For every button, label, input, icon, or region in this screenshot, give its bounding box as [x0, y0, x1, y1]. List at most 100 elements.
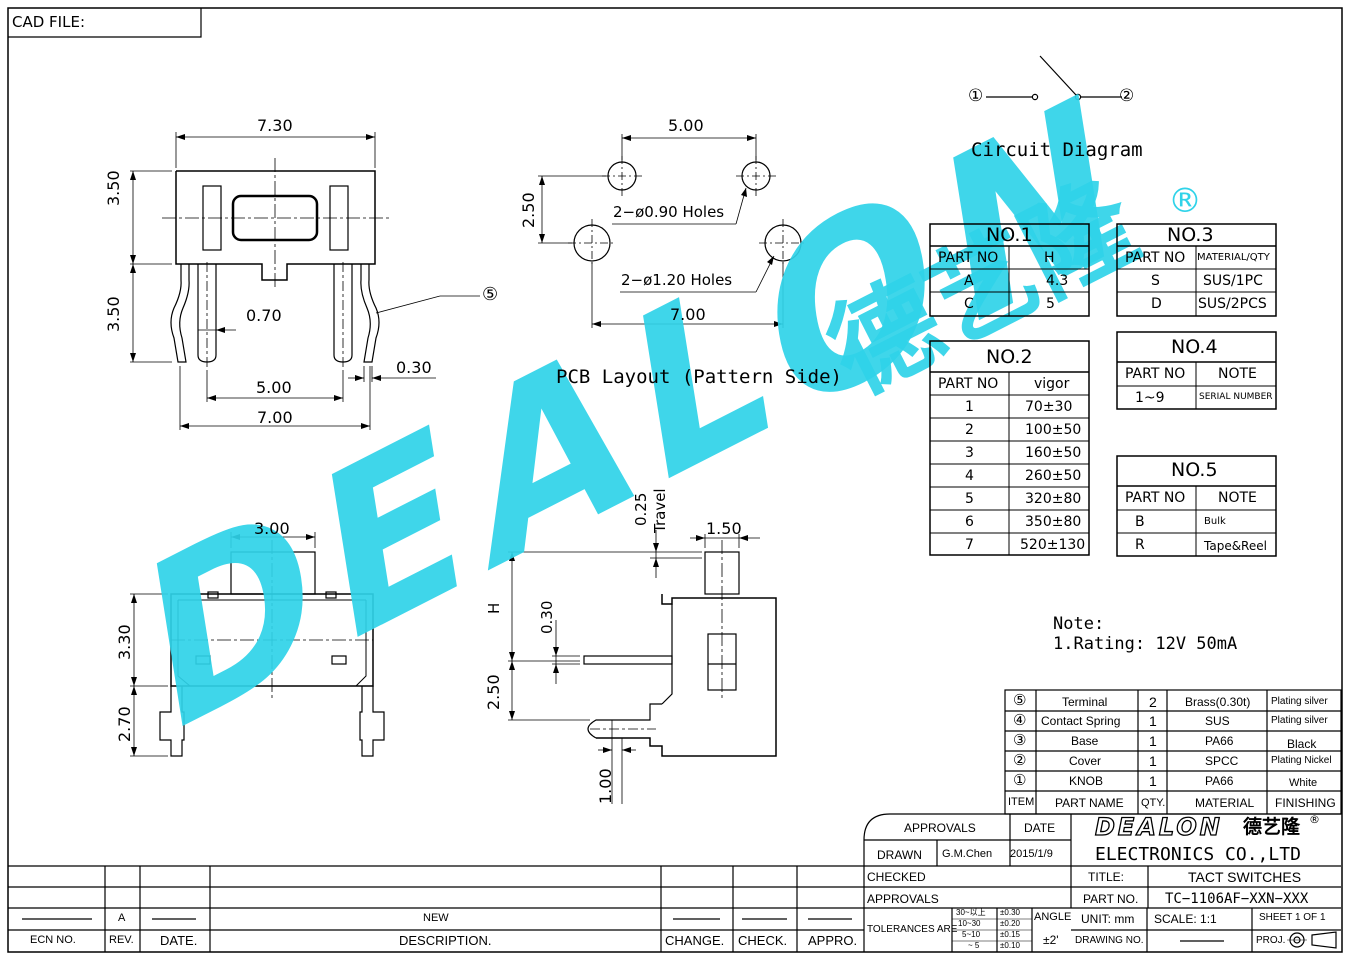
- table-no3-header-part: PART NO: [1125, 250, 1186, 266]
- tb-tol-value: ±0.30: [1000, 908, 1020, 917]
- table-no1-cell: 5: [1046, 296, 1055, 312]
- table-no5-cell: Bulk: [1204, 516, 1226, 527]
- bom-item: ④: [1013, 711, 1027, 729]
- table-no1-cell: 4.3: [1046, 273, 1069, 289]
- rev-header-check: CHECK.: [738, 933, 788, 948]
- bom-finishing: Plating silver: [1271, 715, 1328, 726]
- bom-item: ②: [1013, 751, 1027, 769]
- table-no2-cell: 350±80: [1025, 514, 1082, 530]
- side-view-dim-gap: 0.30: [538, 600, 556, 634]
- table-no2-cell: 2: [965, 422, 974, 438]
- company-name: ELECTRONICS CO.,LTD: [1095, 844, 1301, 865]
- bom-finishing: White: [1289, 777, 1318, 789]
- bom-qty: 1: [1149, 773, 1157, 789]
- bom-header-name: PART NAME: [1055, 796, 1124, 810]
- bom-material: SPCC: [1205, 754, 1239, 768]
- tb-tol-value: ±0.15: [1000, 930, 1020, 939]
- table-no1-cell: C: [964, 296, 974, 312]
- table-no5-cell: R: [1135, 537, 1145, 553]
- table-no3-cell: SUS/2PCS: [1198, 296, 1267, 312]
- table-no3-title: NO.3: [1167, 224, 1214, 246]
- side-view-dim-actuator: 1.50: [706, 519, 742, 538]
- circuit-diagram: [986, 55, 1122, 101]
- tb-part-no-label: PART NO.: [1083, 892, 1139, 906]
- table-no2-cell: 320±80: [1025, 491, 1082, 507]
- tb-approvals-2: APPROVALS: [867, 892, 939, 906]
- pcb-layout-title: PCB Layout (Pattern Side): [556, 366, 842, 388]
- table-no4-cell: 1~9: [1135, 390, 1165, 406]
- tb-angle-label: ANGLE: [1034, 911, 1072, 923]
- rev-header-rev: REV.: [109, 934, 134, 946]
- tb-unit: UNIT: mm: [1081, 912, 1135, 926]
- side-view-dim-travel: 0.25: [632, 492, 650, 526]
- bom-item: ①: [1013, 771, 1027, 789]
- rev-description: NEW: [423, 912, 449, 924]
- tb-tol-range: 5~10: [962, 930, 981, 939]
- bom-name: KNOB: [1069, 774, 1104, 788]
- tb-tol-range: 30~以上: [956, 908, 986, 917]
- table-no2-cell: 6: [965, 514, 974, 530]
- bom-qty: 1: [1149, 713, 1157, 729]
- table-no4-header-note: NOTE: [1218, 366, 1257, 382]
- table-no2-title: NO.2: [986, 346, 1033, 368]
- table-no2-cell: 7: [965, 537, 974, 553]
- table-no2-header-vigor: vigor: [1034, 376, 1070, 392]
- table-no5-cell: B: [1135, 514, 1145, 530]
- tb-approvals: APPROVALS: [904, 821, 976, 835]
- cad-file-label: CAD FILE:: [12, 13, 85, 31]
- side-view-dim-lead-thickness: 1.00: [596, 768, 615, 804]
- bom-header-qty: QTY.: [1141, 797, 1166, 809]
- tb-title-label: TITLE:: [1088, 870, 1125, 884]
- tb-scale: SCALE: 1:1: [1154, 912, 1217, 926]
- tb-tol-value: ±0.10: [1000, 941, 1020, 950]
- bom-qty: 1: [1149, 733, 1157, 749]
- tb-drawing-no: DRAWING NO.: [1075, 935, 1144, 946]
- front-view: [130, 532, 385, 757]
- tb-tol-value: ±0.20: [1000, 919, 1020, 928]
- pcb-dim-width-top: 5.00: [668, 116, 704, 135]
- table-no5-header-note: NOTE: [1218, 490, 1257, 506]
- top-view: [130, 132, 480, 430]
- table-no5-title: NO.5: [1171, 459, 1218, 481]
- bom-finishing: Plating Nickel: [1271, 755, 1332, 766]
- tb-drawn: DRAWN: [877, 848, 922, 862]
- table-no3-cell: S: [1151, 273, 1160, 289]
- terminal-callout: ⑤: [482, 284, 499, 305]
- circuit-node-1: ①: [968, 86, 984, 106]
- rev-header-ecn: ECN NO.: [30, 934, 76, 946]
- table-no2-cell: 5: [965, 491, 974, 507]
- side-view-dim-lead-height: 2.50: [484, 674, 503, 710]
- tb-drawn-by: G.M.Chen: [942, 848, 993, 860]
- company-logo-cjk: 德艺隆: [1243, 816, 1301, 838]
- pcb-layout: [538, 134, 807, 328]
- table-no2-header-part: PART NO: [938, 376, 999, 392]
- table-no1-header-h: H: [1044, 250, 1055, 266]
- tb-date: DATE: [1024, 821, 1056, 835]
- pcb-small-holes: 2−ø0.90 Holes: [613, 203, 725, 221]
- table-no1-cell: A: [964, 273, 974, 289]
- note-line: 1.Rating: 12V 50mA: [1053, 634, 1238, 654]
- sheet-border: [7, 7, 1343, 953]
- top-view-dim-lead-width: 0.70: [246, 306, 282, 325]
- rev-header-change: CHANGE.: [665, 933, 725, 948]
- rev-header-appro: APPRO.: [808, 933, 858, 948]
- table-no4-title: NO.4: [1171, 336, 1218, 358]
- bom-qty: 2: [1149, 694, 1157, 710]
- tb-angle-value: ±2': [1043, 933, 1059, 947]
- bom-finishing: Black: [1287, 737, 1317, 751]
- side-view: [508, 530, 777, 804]
- cad-file-box: [8, 8, 202, 38]
- tb-tolerances-label: TOLERANCES ARE: [867, 924, 958, 935]
- circuit-diagram-title: Circuit Diagram: [971, 139, 1143, 161]
- circuit-node-2: ②: [1119, 86, 1135, 106]
- table-no3-header-material: MATERIAL/QTY: [1197, 252, 1270, 263]
- tb-drawn-date: 2015/1/9: [1010, 848, 1053, 860]
- bom-item: ⑤: [1013, 691, 1027, 709]
- tb-title: TACT SWITCHES: [1188, 869, 1302, 885]
- top-view-dim-total: 7.00: [257, 408, 293, 427]
- bom-name: Base: [1071, 734, 1099, 748]
- company-logo-brand: DEALON: [1094, 813, 1223, 841]
- table-no5-header-part: PART NO: [1125, 490, 1186, 506]
